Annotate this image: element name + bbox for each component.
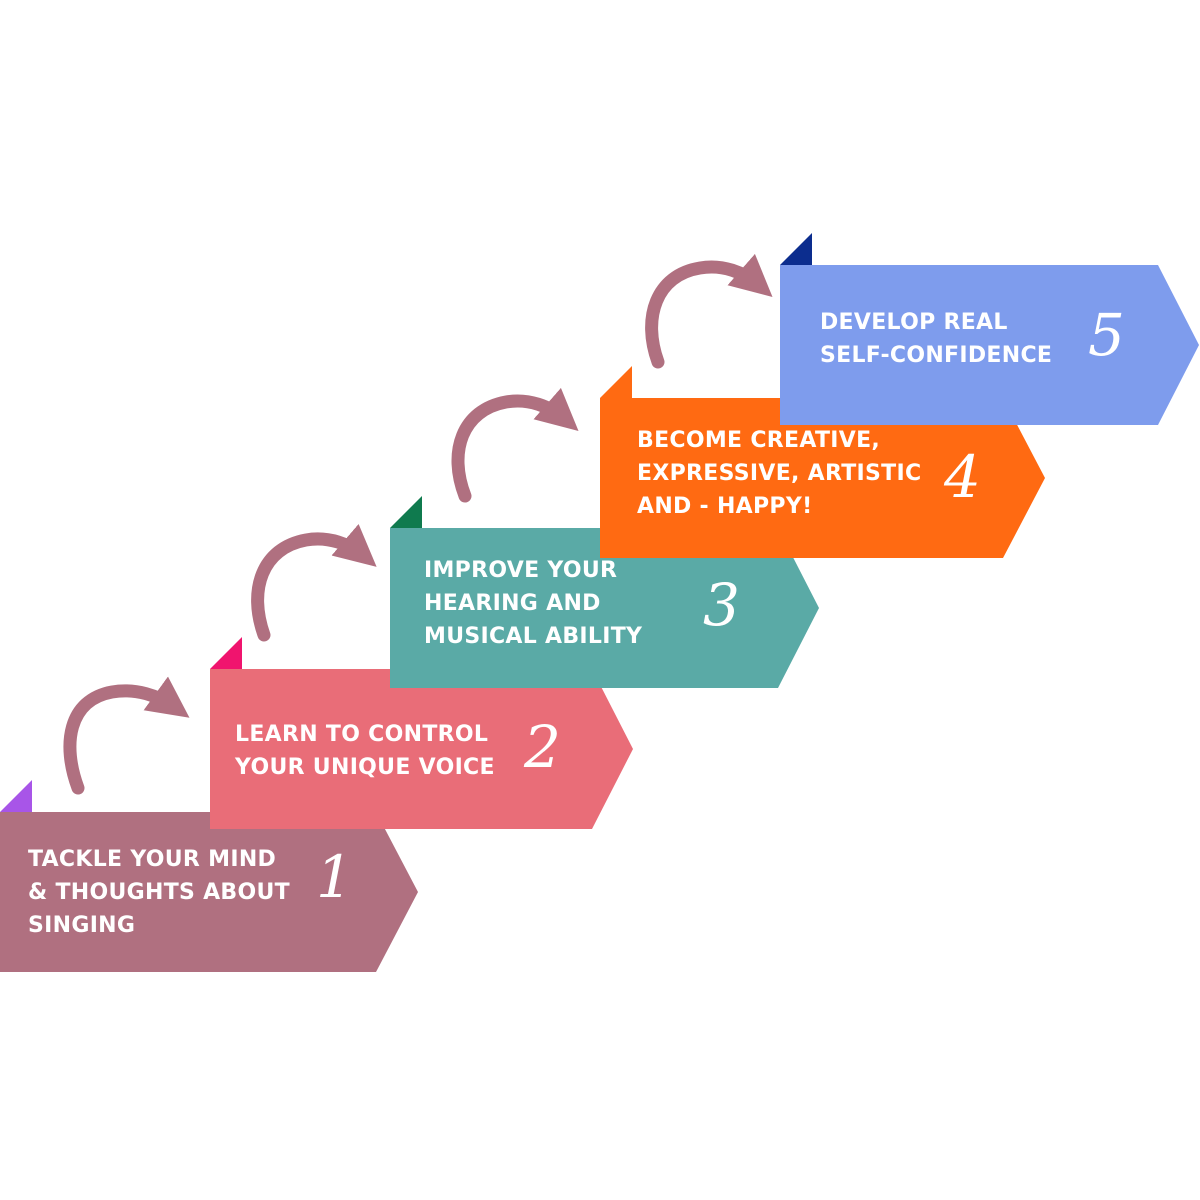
step-2-number: 2 <box>524 713 561 781</box>
step-3 <box>390 496 819 688</box>
step-2-label-line-1: LEARN TO CONTROL <box>235 722 489 747</box>
step-5-arrow-banner <box>780 265 1199 425</box>
step-5-corner-tab <box>780 233 812 265</box>
step-1-label-line-3: SINGING <box>28 913 136 938</box>
step-3-label-line-2: HEARING AND <box>424 591 601 616</box>
step-1-arrow-banner <box>0 812 418 972</box>
step-5 <box>780 233 1199 425</box>
step-2-arrow-banner <box>210 669 633 829</box>
step-3-label-line-1: IMPROVE YOUR <box>424 558 618 583</box>
curved-arrow-1-to-2 <box>63 676 190 795</box>
step-4-label-line-1: BECOME CREATIVE, <box>637 428 881 453</box>
step-1-label-line-1: TACKLE YOUR MIND <box>28 847 277 872</box>
step-2 <box>210 637 633 829</box>
curved-arrow-3-to-4 <box>451 387 579 503</box>
step-5-number: 5 <box>1088 301 1125 369</box>
step-3-label: IMPROVE YOUR HEARING AND MUSICAL ABILITY <box>424 554 642 653</box>
step-1-number: 1 <box>316 843 353 911</box>
step-4 <box>600 366 1045 558</box>
step-2-label: LEARN TO CONTROL YOUR UNIQUE VOICE <box>235 718 495 784</box>
step-4-label-line-3: AND - HAPPY! <box>637 494 813 519</box>
step-5-label-line-2: SELF-CONFIDENCE <box>820 343 1053 368</box>
step-2-label-line-2: YOUR UNIQUE VOICE <box>235 755 495 780</box>
curved-arrow-2-to-3 <box>251 523 377 642</box>
step-4-arrow-banner <box>600 398 1045 558</box>
step-5-label: DEVELOP REAL SELF-CONFIDENCE <box>820 306 1052 372</box>
step-4-label-line-2: EXPRESSIVE, ARTISTIC <box>637 461 922 486</box>
step-4-corner-tab <box>600 366 632 398</box>
step-1-label-line-2: & THOUGHTS ABOUT <box>28 880 290 905</box>
step-3-arrow-banner <box>390 528 819 688</box>
step-3-label-line-3: MUSICAL ABILITY <box>424 624 643 649</box>
step-1-corner-tab <box>0 780 32 812</box>
step-3-number: 3 <box>703 571 740 639</box>
step-4-label: BECOME CREATIVE, EXPRESSIVE, ARTISTIC AN… <box>637 424 921 523</box>
step-5-label-line-1: DEVELOP REAL <box>820 310 1008 335</box>
step-2-corner-tab <box>210 637 242 669</box>
step-3-corner-tab <box>390 496 422 528</box>
step-4-number: 4 <box>944 443 981 511</box>
curved-arrow-4-to-5 <box>645 253 773 369</box>
step-1-label: TACKLE YOUR MIND & THOUGHTS ABOUT SINGIN… <box>28 843 290 942</box>
step-1 <box>0 780 418 972</box>
